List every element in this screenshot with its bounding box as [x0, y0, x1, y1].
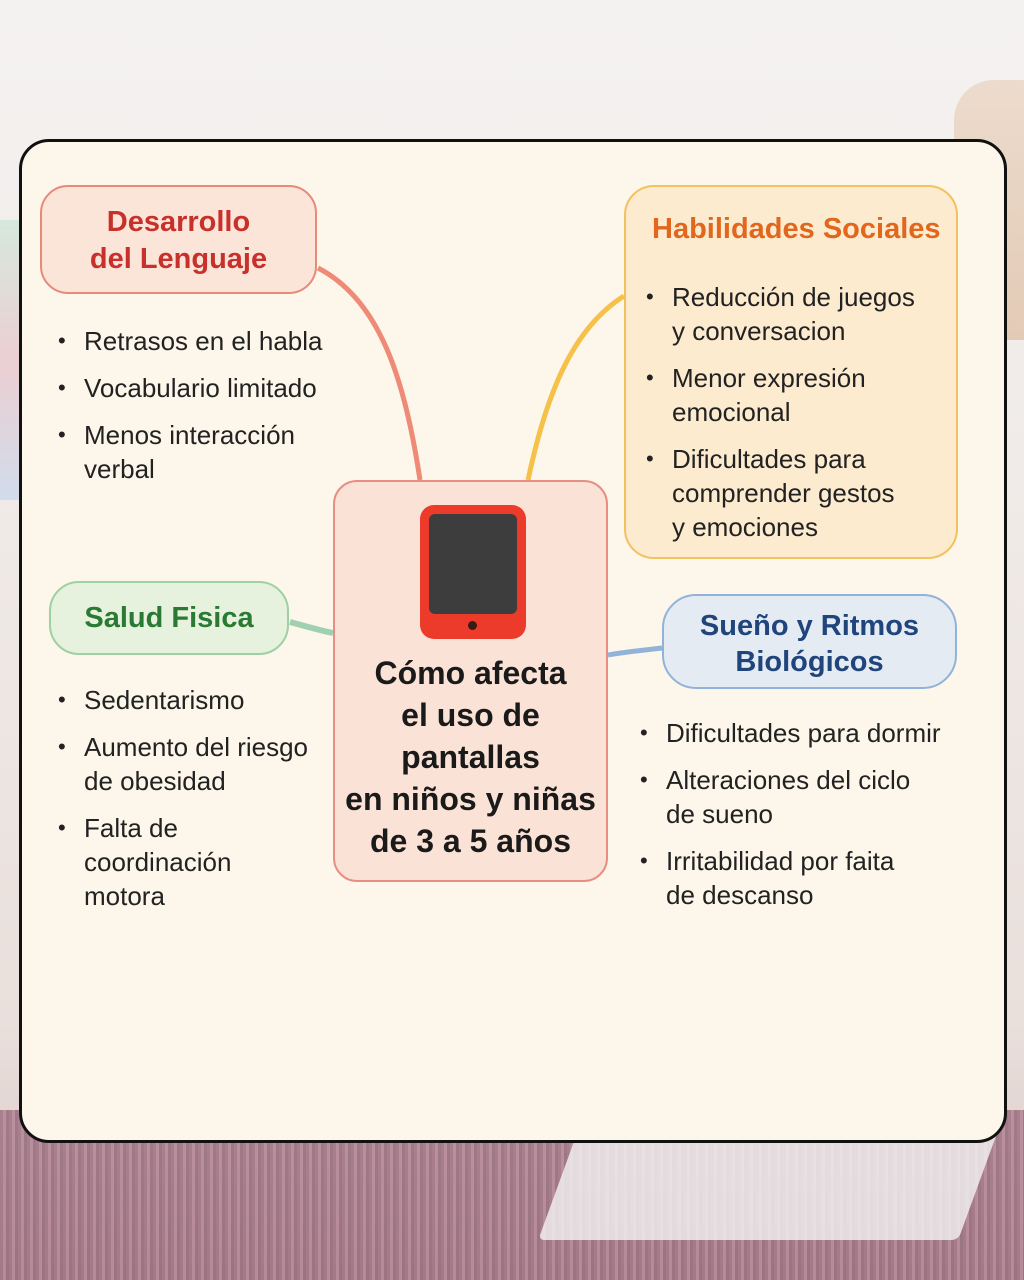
- tablet-screen: [429, 514, 517, 614]
- branch-health-title: Salud Fisica: [84, 602, 254, 634]
- connector-health: [289, 619, 334, 636]
- list-item: Irritabilidad por faita de descanso: [640, 844, 970, 912]
- branch-social-list: Reducción de juegos y conversacion Menor…: [646, 280, 946, 557]
- branch-social-title: Habilidades Sociales: [652, 213, 941, 245]
- branch-sleep-list: Dificultades para dormir Alteraciones de…: [640, 716, 970, 925]
- list-item: Alteraciones del ciclo de sueno: [640, 763, 970, 831]
- list-item: Menor expresión emocional: [646, 361, 946, 429]
- connector-social: [525, 293, 626, 481]
- branch-health-list: Sedentarismo Aumento del riesgo de obesi…: [58, 683, 328, 926]
- central-topic-title: Cómo afecta el uso de pantallas en niños…: [345, 655, 596, 859]
- branch-sleep-box: Sueño y Ritmos Biológicos: [662, 594, 957, 689]
- connector-sleep: [607, 645, 663, 658]
- tablet-icon: [420, 505, 526, 639]
- list-item: Reducción de juegos y conversacion: [646, 280, 946, 348]
- list-item: Sedentarismo: [58, 683, 328, 717]
- list-item: Aumento del riesgo de obesidad: [58, 730, 328, 798]
- branch-sleep-title: Sueño y Ritmos Biológicos: [699, 610, 920, 678]
- connector-language: [316, 265, 423, 481]
- tablet-home-button: [468, 621, 477, 630]
- central-topic-box: Cómo afecta el uso de pantallas en niños…: [333, 480, 608, 882]
- list-item: Dificultades para dormir: [640, 716, 970, 750]
- list-item: Falta de coordinación motora: [58, 811, 328, 913]
- list-item: Menos interacción verbal: [58, 418, 348, 486]
- list-item: Vocabulario limitado: [58, 371, 348, 405]
- branch-language-box: Desarrollo del Lenguaje: [40, 185, 317, 294]
- branch-language-list: Retrasos en el habla Vocabulario limitad…: [58, 324, 348, 499]
- branch-language-title: Desarrollo del Lenguaje: [89, 206, 268, 275]
- branch-health-box: Salud Fisica: [49, 581, 289, 655]
- background-toy: [0, 220, 22, 500]
- list-item: Retrasos en el habla: [58, 324, 348, 358]
- list-item: Dificultades para comprender gestos y em…: [646, 442, 946, 544]
